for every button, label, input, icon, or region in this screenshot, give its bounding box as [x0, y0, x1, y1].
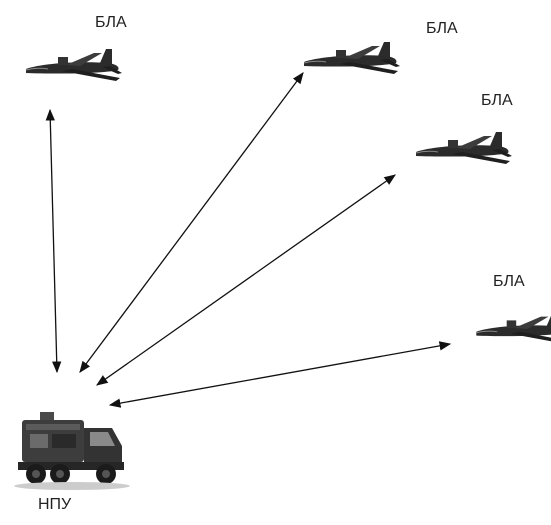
link-gcs-uav-2 — [79, 72, 304, 373]
uav-icon-2 — [303, 41, 401, 75]
link-gcs-uav-1 — [45, 108, 62, 374]
uav-label-4: БЛА — [493, 273, 525, 290]
gcs-label: НПУ — [38, 496, 72, 513]
uav-label-3: БЛА — [481, 92, 513, 109]
uav-label-1: БЛА — [95, 14, 127, 31]
truck-icon — [14, 412, 130, 490]
uav-icon-1 — [25, 48, 123, 82]
uav-label-2: БЛА — [426, 20, 458, 37]
link-gcs-uav-3 — [96, 174, 396, 386]
link-gcs-uav-4 — [108, 341, 452, 408]
uav-icon-3 — [415, 131, 513, 165]
uav-icon-4 — [475, 312, 551, 344]
